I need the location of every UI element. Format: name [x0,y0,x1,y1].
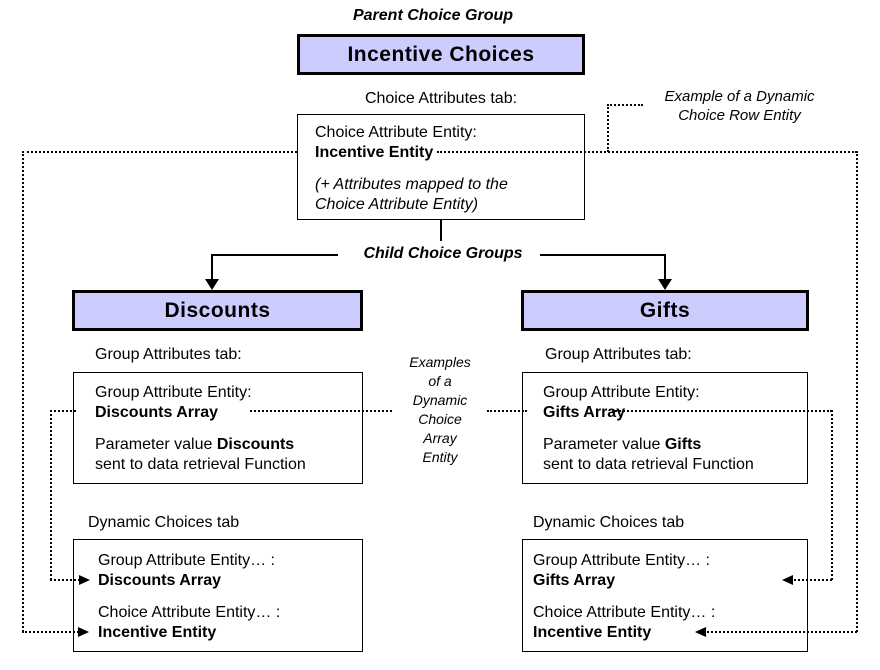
choice-attribute-entity-box: Choice Attribute Entity: Incentive Entit… [297,114,585,220]
gifts-title: Gifts [639,298,691,322]
arrow-down-discounts-icon [205,279,219,290]
dotted-into-gifts-array [794,579,832,581]
incentive-choices-title: Incentive Choices [347,42,535,66]
mapped-attributes-note-line2: Choice Attribute Entity) [315,196,479,213]
row-entity-annotation: Example of a Dynamic Choice Row Entity [637,87,842,125]
gifts-group-attributes-box: Group Attribute Entity: Gifts Array Para… [522,372,808,484]
discounts-param-prefix: Parameter value [95,436,217,453]
array-entity-annotation-line: Array [423,430,457,446]
array-entity-annotation-line: Examples [409,354,471,370]
choice-attributes-tab-label: Choice Attributes tab: [364,90,518,107]
dotted-connector-right-edge [856,151,858,632]
dotted-into-discounts-array [50,579,80,581]
array-entity-annotation: Examples of a Dynamic Choice Array Entit… [385,353,495,467]
dotted-stub-annotation-h [607,104,643,106]
arrow-right-discounts-array-icon [79,575,90,585]
arrow-left-gifts-array-icon [782,575,793,585]
gifts-dynamic-choices-box: Group Attribute Entity… : Gifts Array Ch… [522,539,808,652]
incentive-choices-box: Incentive Choices [297,34,585,75]
gifts-box: Gifts [521,290,809,331]
gifts-dynamic-choices-tab-label: Dynamic Choices tab [533,514,685,531]
dotted-discounts-array-v [50,410,52,580]
discounts-dynamic-choices-tab-label: Dynamic Choices tab [88,514,240,531]
discounts-group-entity-caption: Group Attribute Entity: [95,384,252,401]
row-entity-annotation-line1: Example of a Dynamic [664,88,815,105]
child-choice-groups-label: Child Choice Groups [363,245,523,262]
discounts-param-line: Parameter value Discounts [95,435,362,455]
discounts-dynamic-array-ref: Discounts Array [98,572,221,589]
connector-parent-stem [440,220,442,241]
dotted-gifts-array-v [831,410,833,580]
array-entity-annotation-line: Entity [422,449,458,465]
choice-attribute-entity-caption: Choice Attribute Entity: [315,124,477,141]
discounts-param-value: Discounts [216,436,295,453]
mapped-attributes-note-line1: (+ Attributes mapped to the [315,176,508,193]
gifts-dynamic-choice-caption: Choice Attribute Entity… : [533,604,716,621]
gifts-param-prefix: Parameter value [543,436,665,453]
incentive-entity-name: Incentive Entity [315,144,434,161]
arrow-down-gifts-icon [658,279,672,290]
gifts-param-line: Parameter value Gifts [543,435,807,455]
dotted-discounts-array-stub [50,410,76,412]
discounts-group-attributes-tab-label: Group Attributes tab: [95,346,242,363]
connector-child-left-v [211,254,213,280]
array-entity-annotation-line: Dynamic [412,392,468,408]
array-entity-annotation-line: Choice [418,411,462,427]
dotted-annotation-to-gifts-array [487,410,527,412]
discounts-param-suffix: sent to data retrieval Function [95,456,306,473]
dotted-discounts-array-to-annotation [250,410,392,412]
gifts-dynamic-array-ref: Gifts Array [533,572,616,589]
dotted-connector-left-edge [22,151,24,632]
discounts-dynamic-group-caption: Group Attribute Entity… : [98,552,275,569]
discounts-dynamic-choice-caption: Choice Attribute Entity… : [98,604,281,621]
dotted-connector-incentive-left [22,151,297,153]
connector-child-right-h [540,254,666,256]
discounts-title: Discounts [164,298,271,322]
gifts-param-value: Gifts [664,436,702,453]
discounts-dynamic-choices-box: Group Attribute Entity… : Discounts Arra… [73,539,363,652]
connector-child-left-h [212,254,338,256]
discounts-box: Discounts [72,290,363,331]
discounts-group-attributes-box: Group Attribute Entity: Discounts Array … [73,372,363,484]
dotted-connector-incentive-right [437,151,857,153]
dotted-into-left-incentive [22,631,79,633]
dotted-stub-annotation-v [607,104,609,152]
arrow-left-incentive-entity-icon [695,627,706,637]
gifts-array-name: Gifts Array [543,404,626,421]
gifts-group-entity-caption: Group Attribute Entity: [543,384,700,401]
gifts-group-attributes-tab-label: Group Attributes tab: [545,346,692,363]
dotted-gifts-array-right [612,410,832,412]
discounts-array-name: Discounts Array [95,404,218,421]
gifts-dynamic-incentive-ref: Incentive Entity [533,624,652,641]
row-entity-annotation-line2: Choice Row Entity [678,107,801,124]
connector-child-right-v [664,254,666,280]
discounts-dynamic-incentive-ref: Incentive Entity [98,624,217,641]
arrow-right-incentive-entity-icon [78,627,89,637]
array-entity-annotation-line: of a [428,373,452,389]
parent-choice-group-label: Parent Choice Group [352,7,514,24]
gifts-param-suffix: sent to data retrieval Function [543,456,754,473]
dotted-into-right-incentive [707,631,857,633]
gifts-dynamic-group-caption: Group Attribute Entity… : [533,552,710,569]
